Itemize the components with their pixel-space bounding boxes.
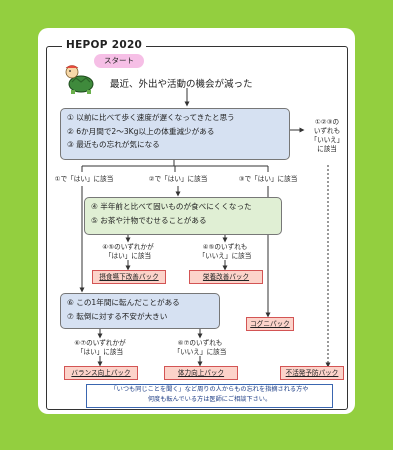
intro-statement: 最近、外出や活動の機会が減った [110, 79, 253, 90]
result-nutrition-pack: 栄養改善パック [189, 270, 263, 284]
q1-none-label: ①②③の いずれも 「いいえ」 に該当 [310, 118, 344, 153]
question-box-3: ⑥ この1年間に転んだことがある ⑦ 転倒に対する不安が大きい [60, 293, 220, 329]
q2-no-label: ④⑤のいずれも 「いいえ」に該当 [198, 243, 252, 260]
branch-label-2: ②で「はい」に該当 [148, 175, 208, 183]
question-7: ⑦ 転倒に対する不安が大きい [67, 311, 168, 321]
flowchart-title: HEPOP 2020 [62, 39, 147, 51]
question-box-2: ④ 半年前と比べて固いものが食べにくくなった ⑤ お茶や汁物でむせることがある [84, 197, 282, 235]
turtle-mascot-icon [65, 65, 94, 94]
result-strength-pack: 体力向上パック [164, 366, 238, 380]
question-1: ① 以前に比べて歩く速度が遅くなってきたと思う [67, 113, 235, 122]
question-5: ⑤ お茶や汁物でむせることがある [91, 215, 207, 225]
q3-yes-label: ⑥⑦のいずれかが 「はい」に該当 [74, 339, 126, 356]
question-2: ② 6か月間で2～3Kg以上の体重減少がある [67, 126, 215, 136]
question-box-1: ① 以前に比べて歩く速度が遅くなってきたと思う ② 6か月間で2～3Kg以上の体… [60, 108, 290, 160]
result-balance-pack: バランス向上パック [64, 366, 138, 380]
question-4: ④ 半年前と比べて固いものが食べにくくなった [91, 202, 252, 211]
doctor-consult-note: 「いつも同じことを聞く」など周りの人からもの忘れを指摘される方や 何度も転んでい… [86, 384, 333, 408]
q2-yes-label: ④⑤のいずれかが 「はい」に該当 [102, 243, 154, 260]
branch-label-1: ①で「はい」に該当 [54, 175, 114, 183]
result-cognitive-pack: コグニパック [246, 317, 294, 331]
branch-label-3: ③で「はい」に該当 [238, 175, 298, 183]
result-eating-pack: 摂食嚥下改善パック [92, 270, 166, 284]
q3-no-label: ⑥⑦のいずれも 「いいえ」に該当 [173, 339, 227, 356]
question-6: ⑥ この1年間に転んだことがある [67, 298, 180, 307]
flowchart-frame [46, 46, 348, 410]
question-3: ③ 最近もの忘れが気になる [67, 140, 160, 149]
result-inactivity-pack: 不活発予防パック [280, 366, 344, 380]
start-badge: スタート [94, 54, 144, 68]
